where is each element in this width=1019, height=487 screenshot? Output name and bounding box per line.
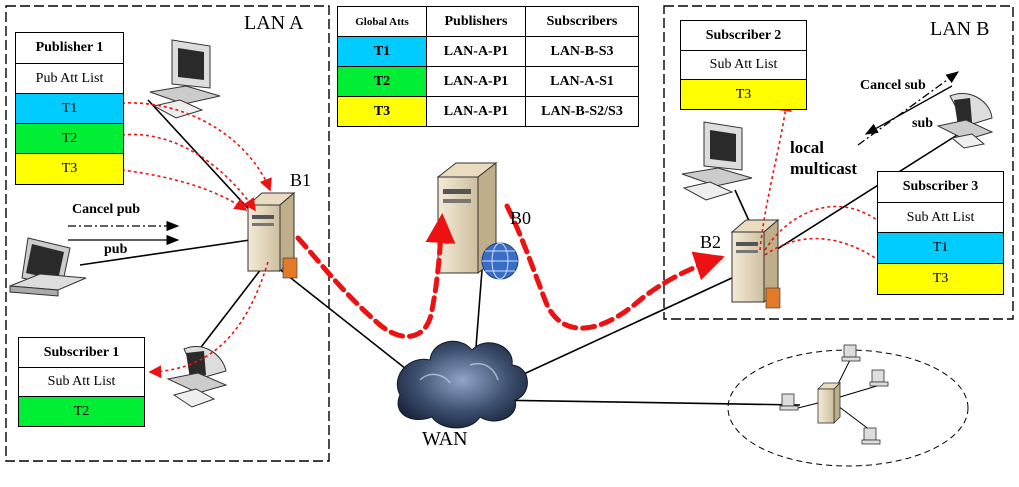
table-cell-subscriber: LAN-A-S1 — [525, 66, 639, 97]
table-cell-subscriber: LAN-B-S3 — [525, 36, 639, 67]
network-links — [79, 99, 966, 406]
table-cell-topic: T3 — [337, 96, 427, 127]
subscriber1-topic-t2: T2 — [19, 396, 144, 426]
wan-label: WAN — [422, 428, 468, 450]
publisher1-list-label: Pub Att List — [16, 63, 123, 93]
wan-cloud — [396, 340, 528, 429]
publisher1-topic-t2: T2 — [16, 123, 123, 153]
table-row: T3 LAN-A-P1 LAN-B-S2/S3 — [337, 96, 639, 127]
lan-b-label: LAN B — [930, 18, 990, 40]
header-publishers: Publishers — [426, 6, 526, 37]
remote-pc-icons — [779, 344, 889, 445]
subscriber2-pc-icon — [681, 121, 753, 201]
table-cell-topic: T2 — [337, 66, 427, 97]
broker-flow-path — [295, 203, 725, 339]
publisher1-topic-t1: T1 — [16, 93, 123, 123]
subscriber3-title: Subscriber 3 — [902, 179, 979, 194]
subscriber3-topic-t1: T1 — [878, 232, 1003, 263]
sub-arrows — [857, 71, 960, 146]
cancel-pub-label: Cancel pub — [72, 202, 141, 217]
subscriber1-title: Subscriber 1 — [43, 344, 120, 360]
b2-label: B2 — [700, 232, 722, 252]
subscriber3-pc-icon — [936, 93, 994, 149]
table-row: T2 LAN-A-P1 LAN-A-S1 — [337, 66, 639, 97]
subscriber2-box: Subscriber 2 Sub Att List T3 — [680, 20, 807, 110]
header-subscribers: Subscribers — [525, 6, 639, 37]
b1-label: B1 — [290, 170, 312, 190]
lan-a-boundary — [5, 5, 330, 462]
subscriber3-topic-t3: T3 — [878, 263, 1003, 294]
table-row: T1 LAN-A-P1 LAN-B-S3 — [337, 36, 639, 67]
laptop-icon — [9, 237, 87, 297]
remote-server-icon — [817, 382, 841, 424]
remote-lan-boundary — [727, 349, 969, 467]
lan-a-label: LAN A — [244, 12, 304, 34]
table-header-row: Global Atts Publishers Subscribers — [337, 6, 639, 37]
publisher1-topic-t3: T3 — [16, 153, 123, 184]
subscriber1-list-label: Sub Att List — [19, 367, 144, 396]
b0-label: B0 — [510, 208, 532, 228]
b0-server-icon — [436, 161, 519, 280]
subscriber2-list-label: Sub Att List — [681, 50, 806, 79]
table-cell-topic: T1 — [337, 36, 427, 67]
table-cell-publisher: LAN-A-P1 — [426, 96, 526, 127]
table-cell-publisher: LAN-A-P1 — [426, 66, 526, 97]
subscriber3-list-label: Sub Att List — [878, 202, 1003, 232]
b2-server-icon — [730, 218, 781, 309]
local-multicast-label: local multicast — [790, 138, 858, 178]
table-cell-publisher: LAN-A-P1 — [426, 36, 526, 67]
publisher1-pc-icon — [149, 39, 221, 119]
pub-label: pub — [104, 242, 128, 257]
header-global-atts: Global Atts — [337, 6, 427, 37]
table-cell-subscriber: LAN-B-S2/S3 — [525, 96, 639, 127]
cancel-sub-label: Cancel sub — [860, 78, 926, 93]
global-atts-table: Global Atts Publishers Subscribers T1 LA… — [337, 6, 639, 127]
subscriber1-box: Subscriber 1 Sub Att List T2 — [18, 337, 145, 427]
publisher1-box: Publisher 1 Pub Att List T1 T2 T3 — [15, 32, 124, 185]
publisher1-title: Publisher 1 — [35, 40, 104, 55]
sub-label: sub — [912, 116, 934, 131]
subscriber3-box: Subscriber 3 Sub Att List T1 T3 — [877, 171, 1004, 295]
lan-b-boundary — [663, 5, 1014, 320]
subscriber2-topic-t3: T3 — [681, 79, 806, 109]
subscriber1-pc-icon — [166, 346, 228, 408]
subscriber2-title: Subscriber 2 — [705, 27, 782, 43]
local-flow-arrows — [121, 98, 905, 379]
b1-server-icon — [246, 191, 298, 279]
pub-arrows — [68, 220, 180, 246]
